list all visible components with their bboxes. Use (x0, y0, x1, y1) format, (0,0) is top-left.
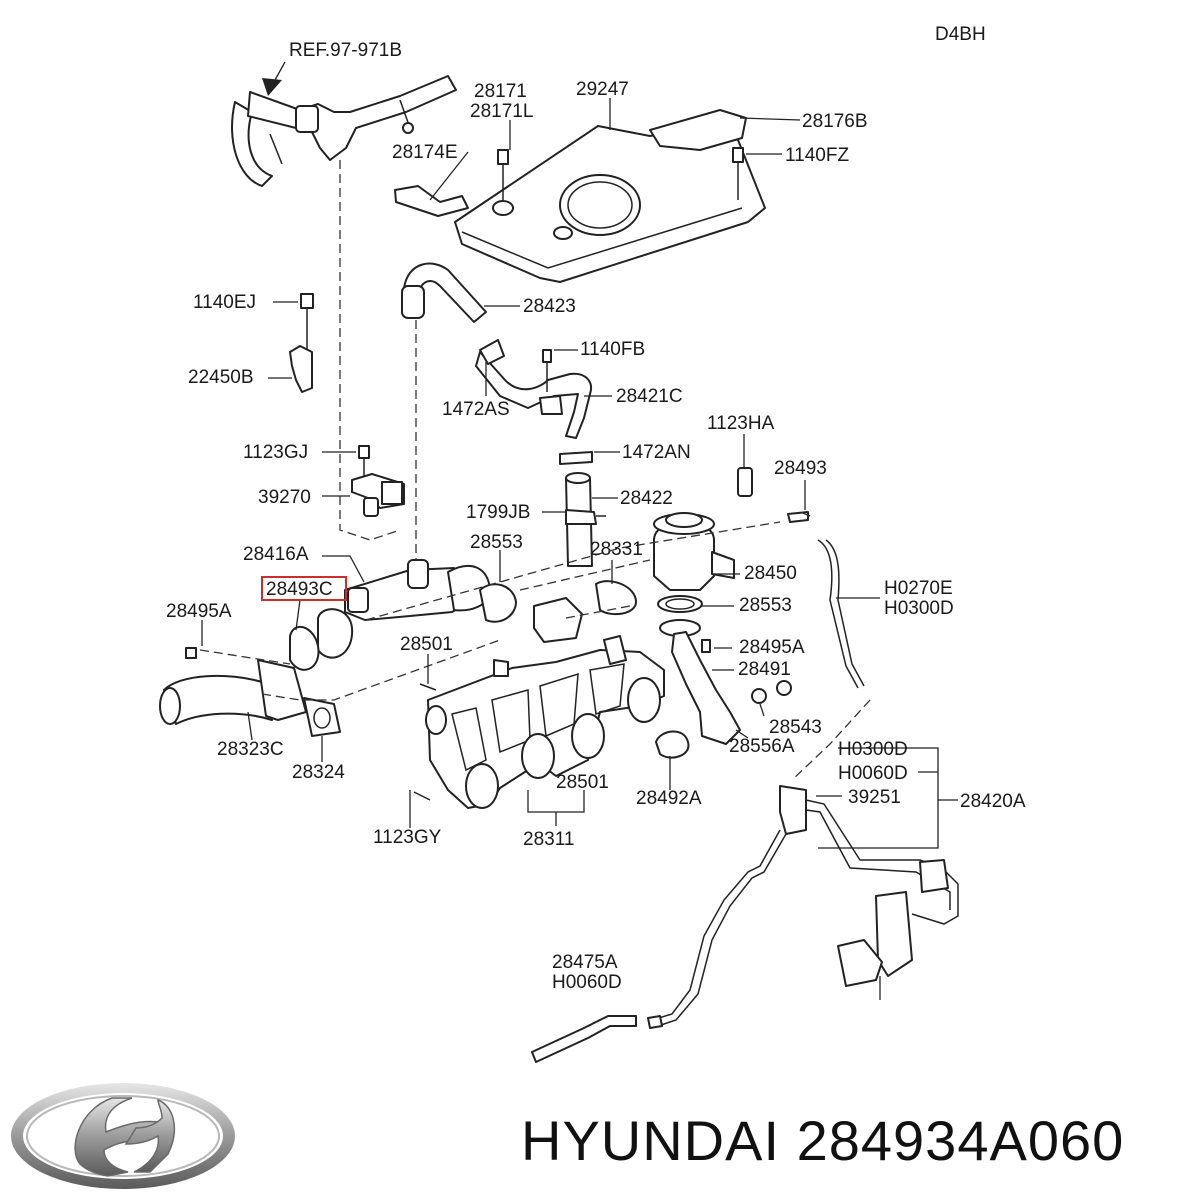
callout-1472as: 1472AS (442, 399, 510, 420)
callout-28311: 28311 (523, 829, 574, 850)
heat-shield-drawing (394, 109, 766, 283)
callout-22450b: 22450B (188, 367, 254, 388)
callout-28501-lower: 28501 (556, 772, 609, 793)
callout-28423: 28423 (523, 296, 576, 317)
callout-labels: D4BH REF.97-971B 28171 28171L 29247 2817… (166, 24, 1026, 993)
callout-28493: 28493 (774, 458, 827, 479)
bracket-22450b-drawing (289, 293, 314, 393)
ref-hose-drawing (231, 75, 457, 187)
callout-28171l: 28171L (470, 101, 533, 122)
callout-1140ej: 1140EJ (193, 292, 256, 313)
assembly-dashed-lines (199, 160, 871, 781)
brand-name: HYUNDAI (521, 1109, 781, 1172)
callout-28174e: 28174E (392, 142, 458, 163)
gasket-28492a-drawing (655, 730, 690, 759)
callout-1123gj: 1123GJ (243, 442, 308, 463)
callout-1123gy: 1123GY (373, 827, 442, 848)
callout-h0300d-right: H0300D (838, 739, 908, 760)
callout-28416a: 28416A (243, 544, 309, 565)
callout-1140fz: 1140FZ (785, 145, 849, 166)
engine-code-label: D4BH (935, 24, 986, 45)
egr-connector-drawing (289, 559, 517, 671)
callout-28492a: 28492A (636, 788, 702, 809)
tube-assembly-28420a-drawing (531, 785, 959, 1063)
callout-28422: 28422 (620, 488, 673, 509)
callout-28553-lower: 28553 (739, 595, 792, 616)
callout-1140fb: 1140FB (580, 339, 645, 360)
callout-ref-97-971b: REF.97-971B (289, 40, 402, 61)
callout-28176b: 28176B (802, 111, 868, 132)
callout-h0300d: H0300D (884, 598, 954, 619)
callout-28331: 28331 (590, 539, 643, 560)
callout-28475a: 28475A (552, 952, 618, 973)
pipe-28422-drawing (559, 451, 606, 567)
brand-part-number-caption: HYUNDAI 284934A060 (521, 1108, 1124, 1173)
callout-28556a: 28556A (729, 736, 795, 757)
hyundai-logo-icon (11, 1083, 235, 1189)
elbow-pipe-28323c-drawing (159, 647, 341, 737)
exhaust-manifold-drawing (413, 580, 665, 809)
callout-1799jb: 1799JB (466, 502, 530, 523)
callout-28420a: 28420A (960, 791, 1026, 812)
highlight-box-28493c (261, 576, 347, 601)
callout-h0270e: H0270E (884, 578, 953, 599)
callout-28493c: 28493C (266, 579, 333, 600)
callout-28171: 28171 (474, 81, 527, 102)
part-number: 284934A060 (796, 1109, 1125, 1172)
callout-28491: 28491 (738, 659, 791, 680)
leader-lines (201, 61, 958, 1000)
callout-29247: 29247 (576, 79, 629, 100)
callout-h0060d: H0060D (838, 763, 908, 784)
callout-28323c: 28323C (217, 739, 284, 760)
callout-28495a: 28495A (166, 601, 232, 622)
callout-28543: 28543 (769, 717, 822, 738)
callout-28495a-right: 28495A (739, 637, 805, 658)
sensor-39270-drawing (351, 445, 405, 517)
callout-28450: 28450 (744, 563, 797, 584)
callout-1472an: 1472AN (622, 442, 691, 463)
callout-h0060d-lower: H0060D (552, 972, 622, 993)
hose-28423-drawing (401, 262, 592, 439)
callout-28553: 28553 (470, 532, 523, 553)
callout-39270: 39270 (258, 487, 311, 508)
egr-valve-drawing (653, 467, 809, 753)
callout-28501: 28501 (400, 634, 453, 655)
callout-1123ha: 1123HA (707, 413, 775, 434)
tube-h0270e-drawing (817, 539, 865, 689)
callout-39251: 39251 (848, 787, 901, 808)
callout-28421c: 28421C (616, 386, 683, 407)
callout-28324: 28324 (292, 762, 345, 783)
